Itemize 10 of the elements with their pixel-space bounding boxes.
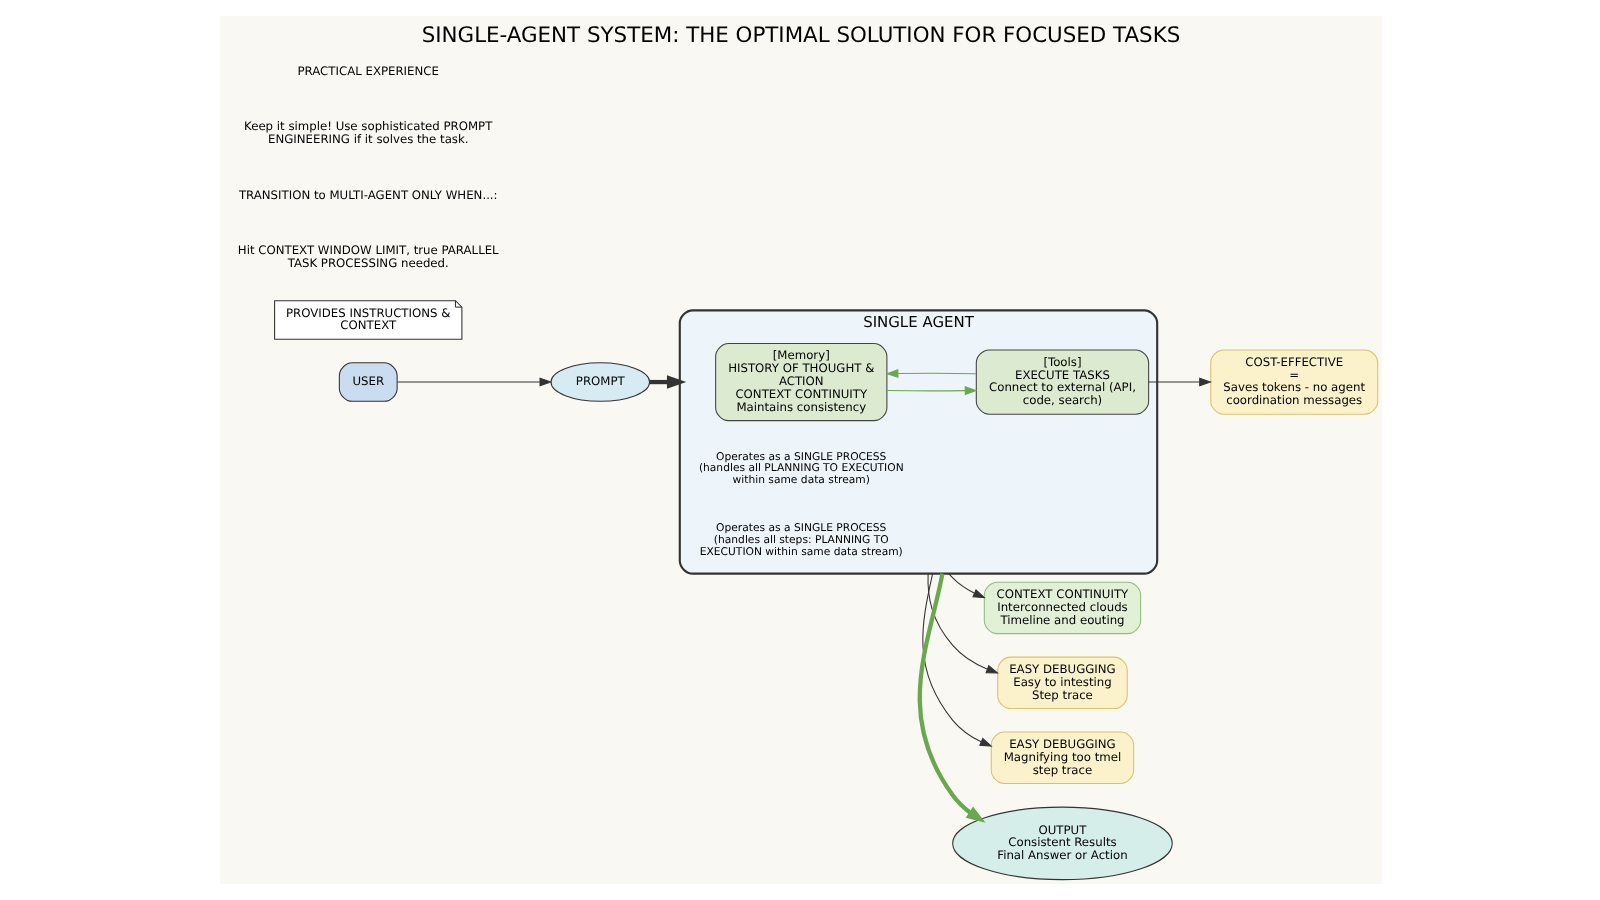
arrow [885, 386, 977, 396]
diagram-title: SINGLE-AGENT SYSTEM: THE OPTIMAL SOLUTION FOR FOCUSED TASKS [420, 21, 1180, 48]
arrow [916, 573, 985, 823]
arrow [884, 369, 976, 378]
arrow [1147, 377, 1212, 387]
arrow [649, 375, 686, 389]
arrow [395, 377, 552, 387]
arrow [947, 573, 985, 599]
arrow [926, 573, 998, 674]
arrow [921, 573, 992, 747]
